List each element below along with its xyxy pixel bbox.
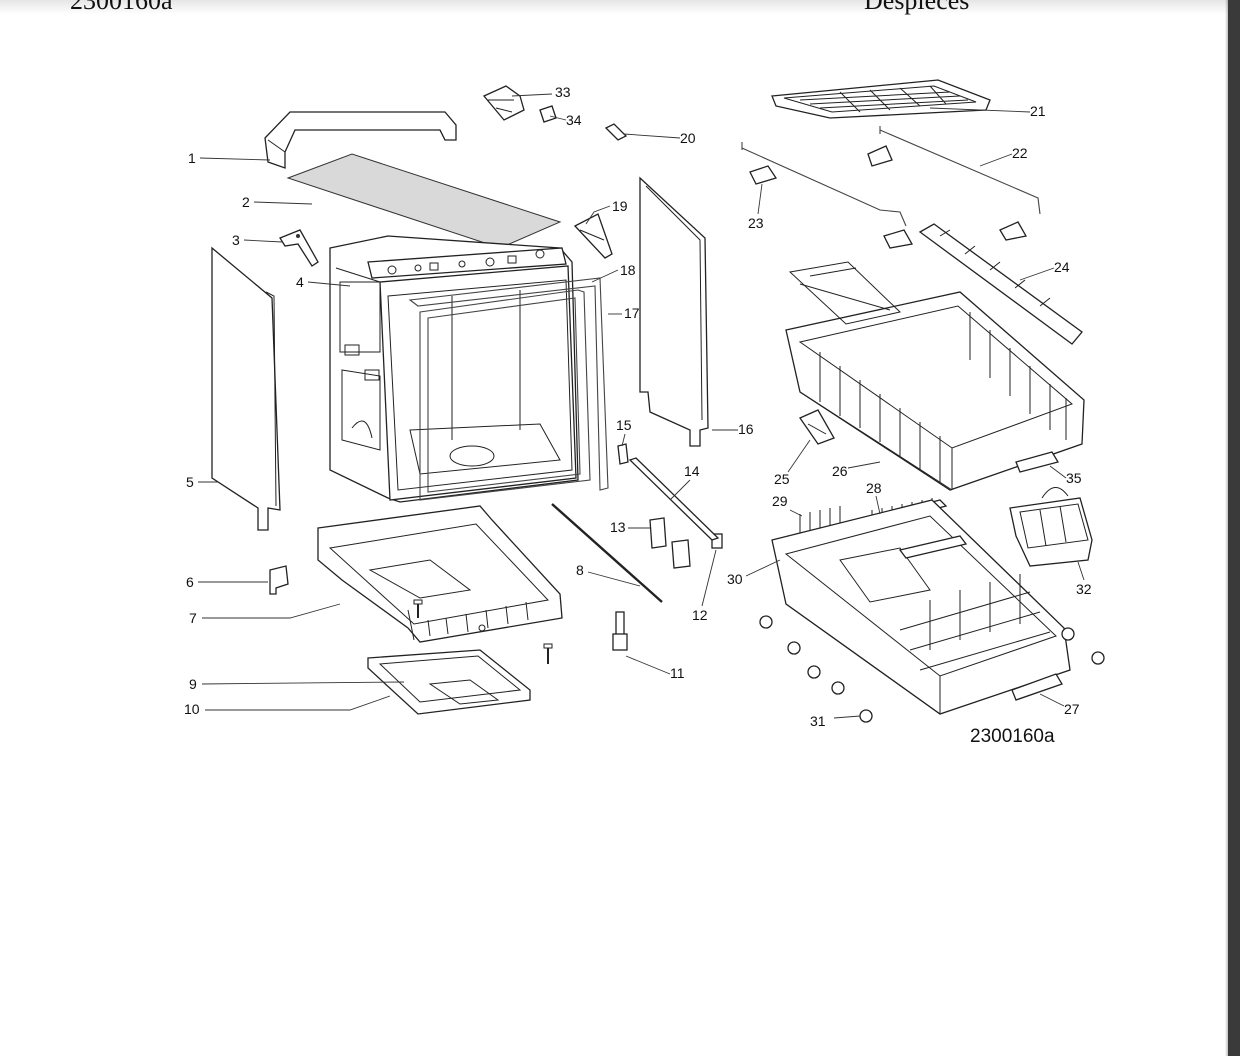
- part-bracket-top: [482, 85, 525, 121]
- part-long-rod: [551, 503, 663, 603]
- page-header-left: 2300160a: [70, 0, 173, 15]
- part-adjustable-foot: [612, 611, 628, 651]
- callout-labels: 1 2 3 4 5 6 7 8 9 10 11 12 13 14 15 16 1…: [184, 84, 1092, 729]
- part-rail-stopper-1: [749, 165, 778, 185]
- part-brackets-13: [649, 517, 691, 569]
- callout-17: 17: [624, 305, 640, 321]
- part-rack-wheels-31: [759, 615, 1105, 723]
- callout-33: 33: [555, 84, 571, 100]
- viewer-edge-shade: [1225, 0, 1228, 1056]
- leader-lines: [198, 93, 1085, 719]
- callout-19: 19: [612, 198, 628, 214]
- callout-14: 14: [684, 463, 700, 479]
- part-lower-rack-handle-27: [1011, 673, 1063, 701]
- part-screw-2: [543, 643, 553, 664]
- part-clip-small: [539, 105, 557, 123]
- callout-18: 18: [620, 262, 636, 278]
- part-cutlery-tray: [771, 79, 991, 119]
- callout-13: 13: [610, 519, 626, 535]
- callout-25: 25: [774, 471, 790, 487]
- part-screw-1: [413, 599, 423, 618]
- part-foot-clip: [269, 565, 289, 595]
- part-spray-arm-holder: [918, 223, 1083, 345]
- part-top-frame: [264, 111, 457, 169]
- callout-20: 20: [680, 130, 696, 146]
- callout-2: 2: [242, 194, 250, 210]
- part-tub-cabinet: [329, 235, 579, 503]
- callout-9: 9: [189, 676, 197, 692]
- part-control-strip: [367, 247, 567, 279]
- callout-8: 8: [576, 562, 584, 578]
- callout-35: 35: [1066, 470, 1082, 486]
- part-rack-rail-wire: [741, 126, 1041, 227]
- callout-12: 12: [692, 607, 708, 623]
- callout-24: 24: [1054, 259, 1070, 275]
- part-bottom-cover: [367, 649, 531, 715]
- part-rail-stopper-4: [999, 221, 1028, 241]
- figure-code-label: 2300160a: [970, 726, 1055, 747]
- part-clip-15: [617, 443, 629, 465]
- callout-4: 4: [296, 274, 304, 290]
- part-upper-rack: [785, 261, 1085, 491]
- part-rack-handle-35: [1015, 451, 1060, 473]
- callout-16: 16: [738, 421, 754, 437]
- part-worktop-panel: [286, 153, 562, 249]
- viewer-scrollbar-edge[interactable]: [1228, 0, 1240, 1056]
- callout-1: 1: [188, 150, 196, 166]
- part-plinth-strip: [628, 457, 720, 541]
- part-hinge-right: [573, 213, 613, 259]
- callout-29: 29: [772, 493, 788, 509]
- part-rail-stopper-3: [883, 229, 914, 249]
- part-rack-hinge-25: [799, 409, 835, 445]
- callout-7: 7: [189, 610, 197, 626]
- part-clip-top-right: [604, 123, 628, 141]
- part-hinge-left: [279, 229, 319, 267]
- callout-27: 27: [1064, 701, 1080, 717]
- part-side-panel-left: [211, 246, 281, 531]
- callout-26: 26: [832, 463, 848, 479]
- callout-21: 21: [1030, 103, 1046, 119]
- callout-5: 5: [186, 474, 194, 490]
- callout-28: 28: [866, 480, 882, 496]
- callout-22: 22: [1012, 145, 1028, 161]
- callout-34: 34: [566, 112, 582, 128]
- callout-31: 31: [810, 713, 826, 729]
- callout-11: 11: [670, 665, 685, 681]
- part-base-frame: [317, 505, 563, 643]
- page-header-right: Despieces: [864, 0, 970, 15]
- callout-10: 10: [184, 701, 200, 717]
- part-side-panel-right: [639, 176, 709, 447]
- callout-3: 3: [232, 232, 240, 248]
- part-door-seal-inner: [419, 289, 591, 501]
- callout-32: 32: [1076, 581, 1092, 597]
- part-rail-stopper-2: [867, 145, 893, 167]
- callout-15: 15: [616, 417, 632, 433]
- part-small-clip-12: [711, 533, 723, 549]
- callout-30: 30: [727, 571, 743, 587]
- callout-6: 6: [186, 574, 194, 590]
- part-lower-rack: [771, 499, 1071, 715]
- part-cutlery-basket: [1009, 487, 1093, 567]
- callout-23: 23: [748, 215, 764, 231]
